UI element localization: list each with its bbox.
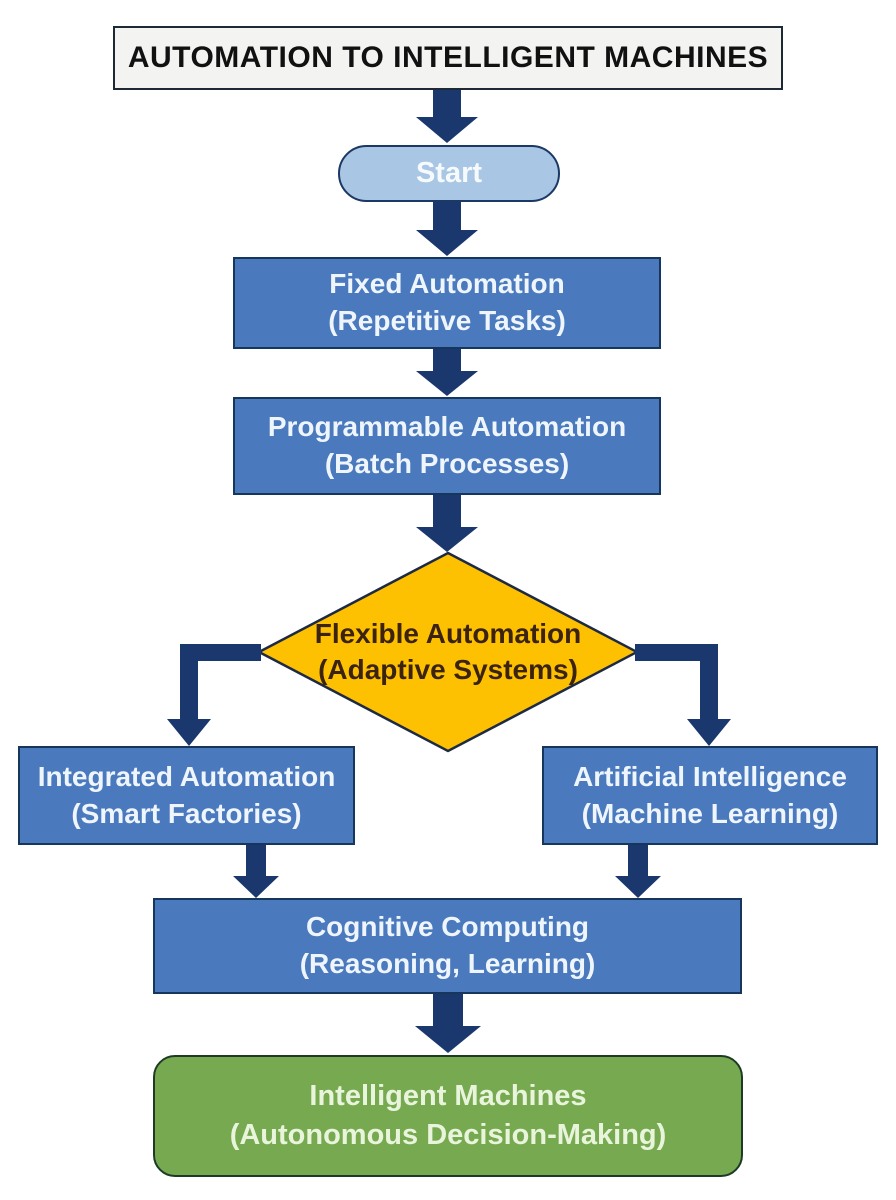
node-integrated-automation-line2: (Smart Factories) [71, 797, 302, 829]
arrow-fixed-to-programmable [416, 349, 478, 396]
node-programmable-automation-line2: (Batch Processes) [324, 448, 570, 479]
node-intelligent-machines-line1: Intelligent Machines [309, 1079, 587, 1112]
node-flexible-automation-line2: (Adaptive Systems) [318, 654, 578, 685]
node-intelligent-machines: Intelligent Machines (Autonomous Decisio… [153, 1055, 743, 1177]
node-start: Start [338, 145, 560, 202]
arrow-title-to-start [416, 88, 478, 143]
connector-flexible-to-ai [635, 644, 731, 746]
node-programmable-automation: Programmable Automation (Batch Processes… [233, 397, 661, 495]
node-cognitive-computing-line1: Cognitive Computing [305, 911, 590, 943]
diagram-title: AUTOMATION TO INTELLIGENT MACHINES [113, 26, 783, 90]
arrow-programmable-to-flexible [416, 495, 478, 552]
node-flexible-automation-line1: Flexible Automation [314, 617, 582, 649]
node-artificial-intelligence-line2: (Machine Learning) [581, 797, 839, 829]
node-start-label: Start [415, 157, 483, 189]
connector-flexible-to-integrated [167, 644, 261, 746]
node-cognitive-computing-line2: (Reasoning, Learning) [299, 948, 596, 979]
node-fixed-automation: Fixed Automation (Repetitive Tasks) [233, 257, 661, 349]
arrow-ai-to-cognitive [615, 845, 661, 898]
node-fixed-automation-line2: (Repetitive Tasks) [328, 305, 566, 336]
node-integrated-automation-line1: Integrated Automation [37, 760, 336, 792]
diagram-title-text: AUTOMATION TO INTELLIGENT MACHINES [127, 41, 769, 74]
arrow-integrated-to-cognitive [233, 845, 279, 898]
node-cognitive-computing: Cognitive Computing (Reasoning, Learning… [153, 898, 742, 994]
decision-diamond-shape [256, 551, 640, 753]
node-artificial-intelligence-line1: Artificial Intelligence [573, 760, 847, 792]
arrow-cognitive-to-intelligent [415, 993, 481, 1053]
node-integrated-automation: Integrated Automation (Smart Factories) [18, 746, 355, 845]
node-fixed-automation-line1: Fixed Automation [329, 268, 565, 300]
arrow-start-to-fixed [416, 202, 478, 256]
node-intelligent-machines-line2: (Autonomous Decision-Making) [229, 1119, 667, 1151]
node-artificial-intelligence: Artificial Intelligence (Machine Learnin… [542, 746, 878, 845]
node-flexible-automation: Flexible Automation (Adaptive Systems) [288, 604, 608, 700]
node-programmable-automation-line1: Programmable Automation [267, 411, 627, 443]
